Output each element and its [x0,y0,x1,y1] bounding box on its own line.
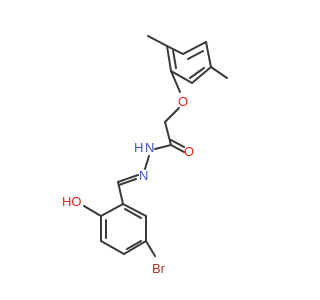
bond [145,240,156,257]
bond [100,203,124,217]
bromine-label: Br [152,261,166,276]
amide-nitrogen-label: N [145,140,154,155]
amide-hydrogen-label: H [134,140,143,155]
bond [83,205,102,217]
bond [182,41,207,55]
bond [172,49,177,69]
dimethylphenyl-ring [166,41,212,84]
imine-nitrogen-label: N [139,168,148,183]
bond [170,70,193,84]
ether-oxygen-label: O [178,94,188,109]
bond [187,50,204,60]
bond [164,121,172,146]
bond [170,144,185,153]
bond [164,107,180,123]
bond [117,174,139,183]
bond [118,178,137,186]
bond [166,45,172,72]
bond [205,41,212,68]
bond [100,240,125,255]
molecule-structure: O O H N N HO Br [62,35,228,276]
bond [126,240,142,250]
bond [166,45,184,55]
methyl-bond [147,35,168,47]
bond [144,155,150,170]
bond [117,181,124,205]
bond [191,66,212,84]
bond [123,240,147,255]
bond [154,144,172,150]
methyl-bond [210,66,228,79]
bond [124,208,142,219]
bond [170,70,181,93]
hydroxyl-label: HO [62,194,82,209]
bromohydroxyphenyl-ring [100,203,147,255]
bond [122,203,147,217]
bond [189,67,205,79]
bond [170,139,185,148]
carbonyl-oxygen-label: O [184,144,194,159]
